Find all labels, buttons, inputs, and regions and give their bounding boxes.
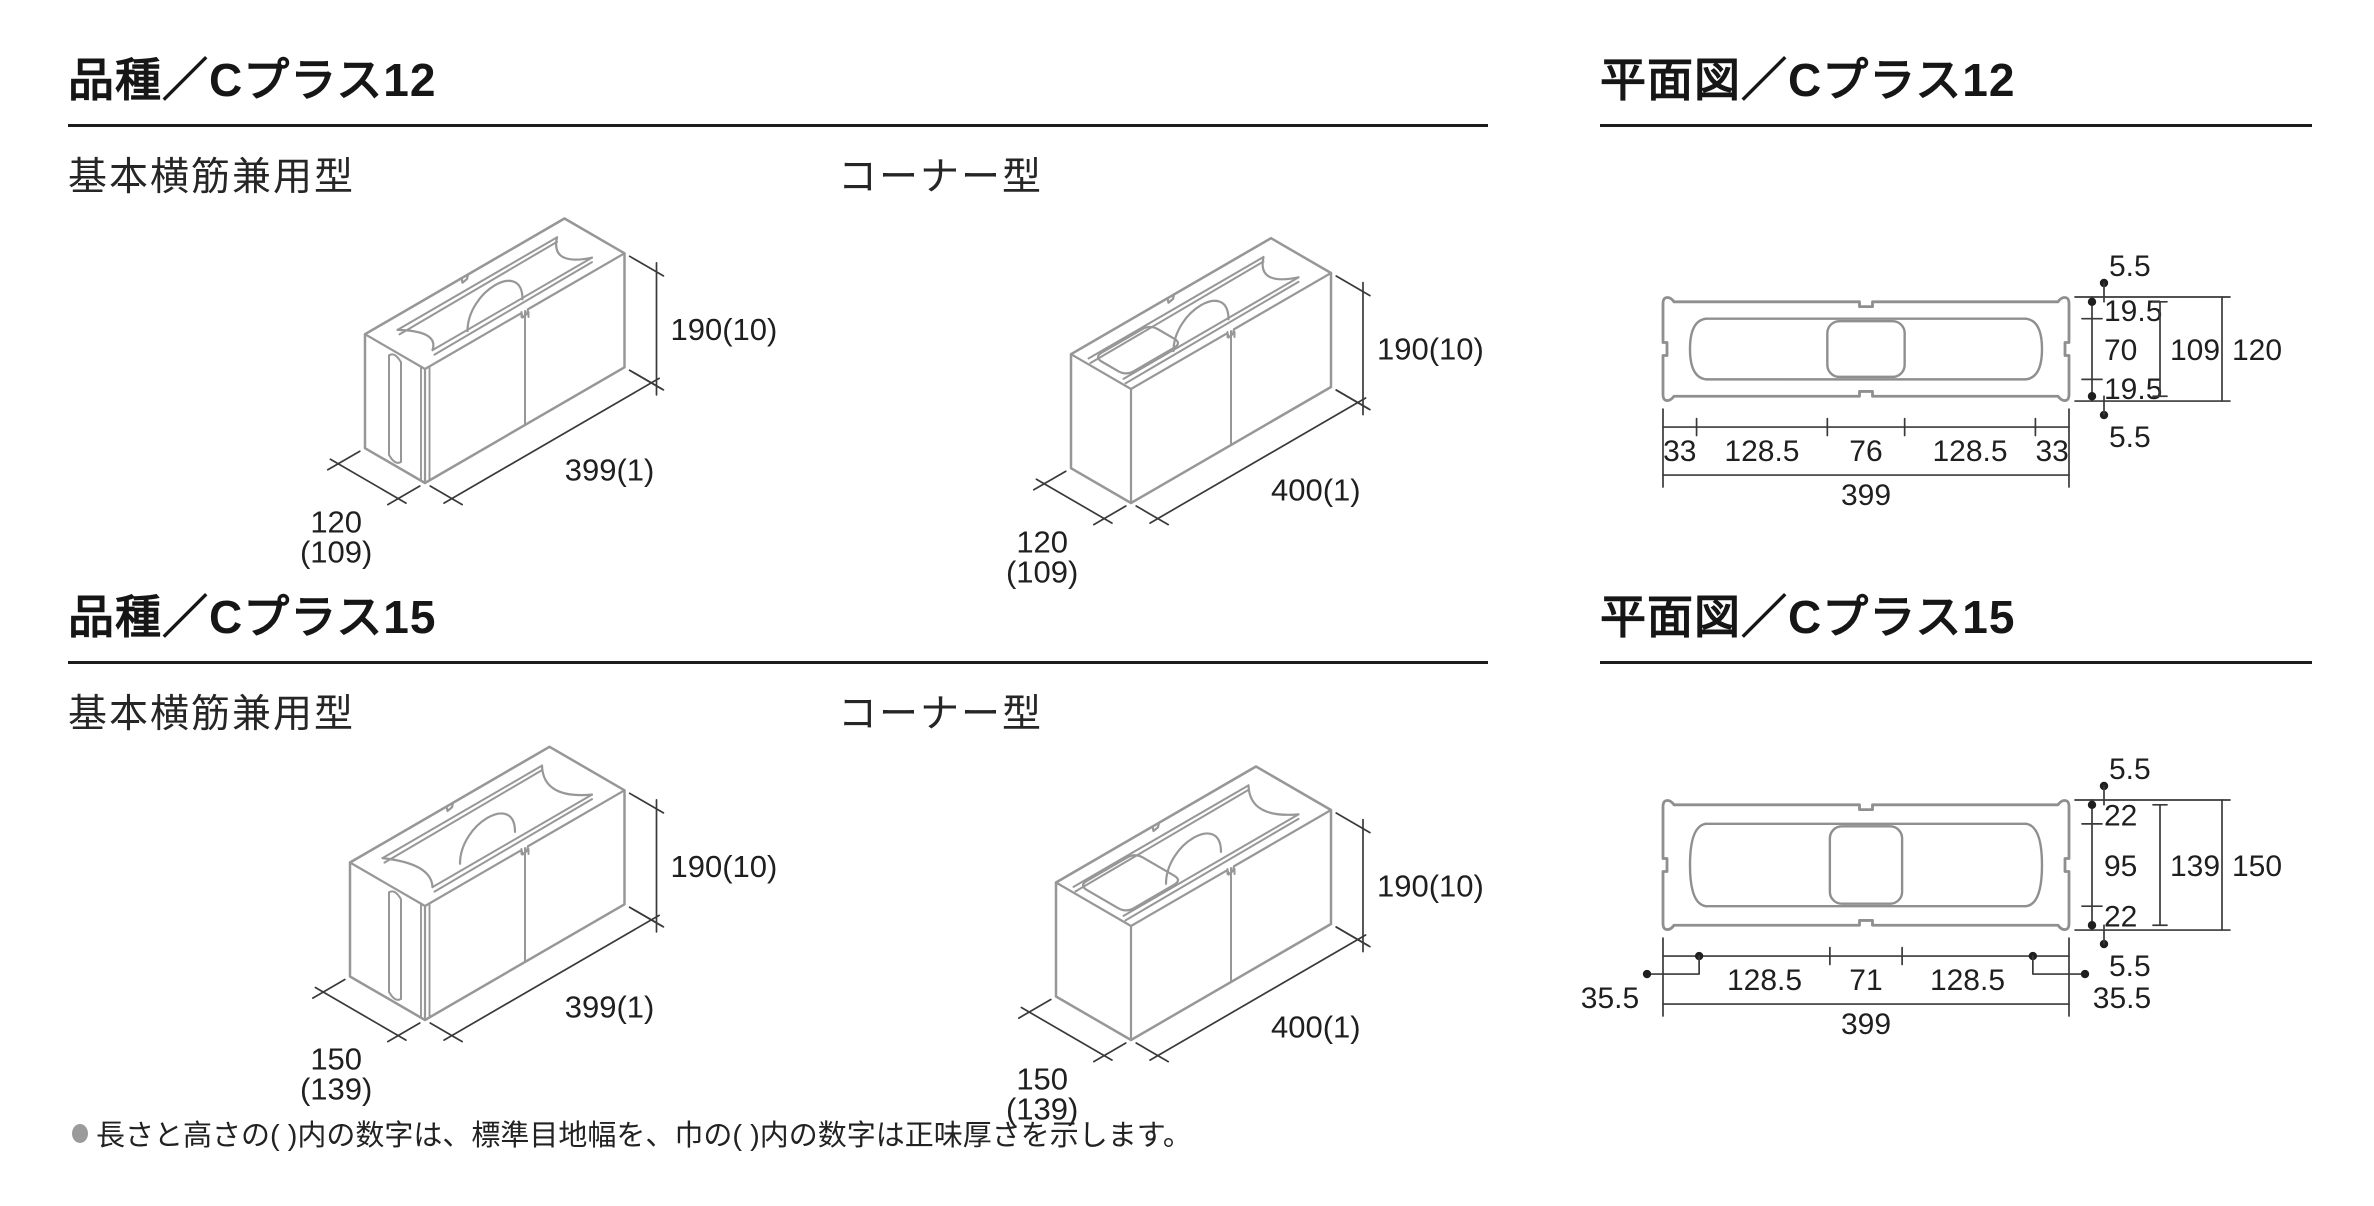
dim-length: 400(1) — [1271, 473, 1361, 508]
corner-type-label-c15: コーナー型 — [838, 693, 1044, 736]
dim-joint-top: 5.5 — [2109, 250, 2151, 283]
basic-type-label-c15: 基本横筋兼用型 — [68, 693, 356, 736]
plan-heading-c15: 平面図／Cプラス15 — [1600, 591, 2016, 643]
dim-height: 190(10) — [671, 849, 778, 884]
dim-net-width: (139) — [300, 1072, 372, 1107]
dim-length: 399(1) — [565, 990, 655, 1025]
dim-seg: 128.5 — [1932, 435, 2007, 468]
dim-width: 150 — [1016, 1062, 1068, 1097]
dim-seg: 128.5 — [1930, 964, 2005, 997]
heading-rule — [1600, 124, 2312, 127]
product-heading-c12: 品種／Cプラス12 — [68, 54, 437, 106]
dim-joint-top: 5.5 — [2109, 753, 2151, 786]
heading-rule — [68, 661, 1488, 664]
corner-type-label-c12: コーナー型 — [838, 156, 1044, 199]
dim-seg: 33 — [1663, 435, 1696, 468]
dim-length-total: 399 — [1841, 479, 1891, 512]
dim-width: 120 — [2232, 334, 2282, 367]
dim-height: 190(10) — [1377, 869, 1484, 904]
dim-seg: 76 — [1849, 435, 1882, 468]
heading-rule — [1600, 661, 2312, 664]
dim-width: 150 — [2232, 850, 2282, 883]
dim-seg: 35.5 — [2093, 982, 2151, 1015]
dim-length: 400(1) — [1271, 1010, 1361, 1045]
iso-drawing-corner-c12: 190(10) 400(1) 120(109) — [1006, 236, 1484, 590]
dim-length: 399(1) — [565, 453, 655, 488]
dim-seg: 128.5 — [1727, 964, 1802, 997]
dim-core: 95 — [2104, 850, 2137, 883]
iso-drawing-basic-c15: 190(10) 399(1) 150(139) — [300, 745, 778, 1107]
dim-length-total: 399 — [1841, 1008, 1891, 1041]
dim-net-width: (109) — [1006, 555, 1078, 590]
dim-shell-bottom: 22 — [2104, 901, 2137, 934]
product-heading-c15: 品種／Cプラス15 — [68, 591, 437, 643]
dim-net-width: 139 — [2170, 850, 2220, 883]
dim-height: 190(10) — [671, 312, 778, 347]
dim-seg: 71 — [1849, 964, 1882, 997]
plan-drawing-c15: 22 95 22 5.5 5.5 139 150 35.5 35.5 128.5 71 128.5 39… — [1581, 753, 2282, 1041]
dim-joint-bottom: 5.5 — [2109, 421, 2151, 454]
dim-net-width: (109) — [300, 535, 372, 570]
dim-joint-bottom: 5.5 — [2109, 950, 2151, 983]
basic-type-label-c12: 基本横筋兼用型 — [68, 156, 356, 199]
bullet-icon — [72, 1123, 88, 1143]
dim-shell-top: 22 — [2104, 799, 2137, 832]
dim-shell-top: 19.5 — [2104, 295, 2162, 328]
dim-net-width: (139) — [1006, 1092, 1078, 1127]
plan-heading-c12: 平面図／Cプラス12 — [1600, 54, 2016, 106]
iso-drawing-basic-c12: 190(10) 399(1) 120(109) — [300, 217, 778, 570]
dim-width: 150 — [310, 1042, 362, 1077]
footnote-text: 長さと高さの( )内の数字は、標準目地幅を、巾の( )内の数字は正味厚さを示しま… — [96, 1120, 1192, 1152]
dim-height: 190(10) — [1377, 332, 1484, 367]
dim-seg: 35.5 — [1581, 982, 1639, 1015]
plan-drawing-c12: 19.5 70 19.5 5.5 5.5 109 120 33 33 128.5 76 128.5 39… — [1661, 250, 2282, 512]
heading-rule — [68, 124, 1488, 127]
dim-width: 120 — [310, 505, 362, 540]
dim-net-width: 109 — [2170, 334, 2220, 367]
dim-core: 70 — [2104, 334, 2137, 367]
iso-drawing-corner-c15: 190(10) 400(1) 150(139) — [1006, 765, 1484, 1127]
dim-seg: 128.5 — [1724, 435, 1799, 468]
dim-shell-bottom: 19.5 — [2104, 373, 2162, 406]
dim-width: 120 — [1016, 525, 1068, 560]
dim-seg: 33 — [2036, 435, 2069, 468]
footnote: 長さと高さの( )内の数字は、標準目地幅を、巾の( )内の数字は正味厚さを示しま… — [72, 1112, 1192, 1154]
